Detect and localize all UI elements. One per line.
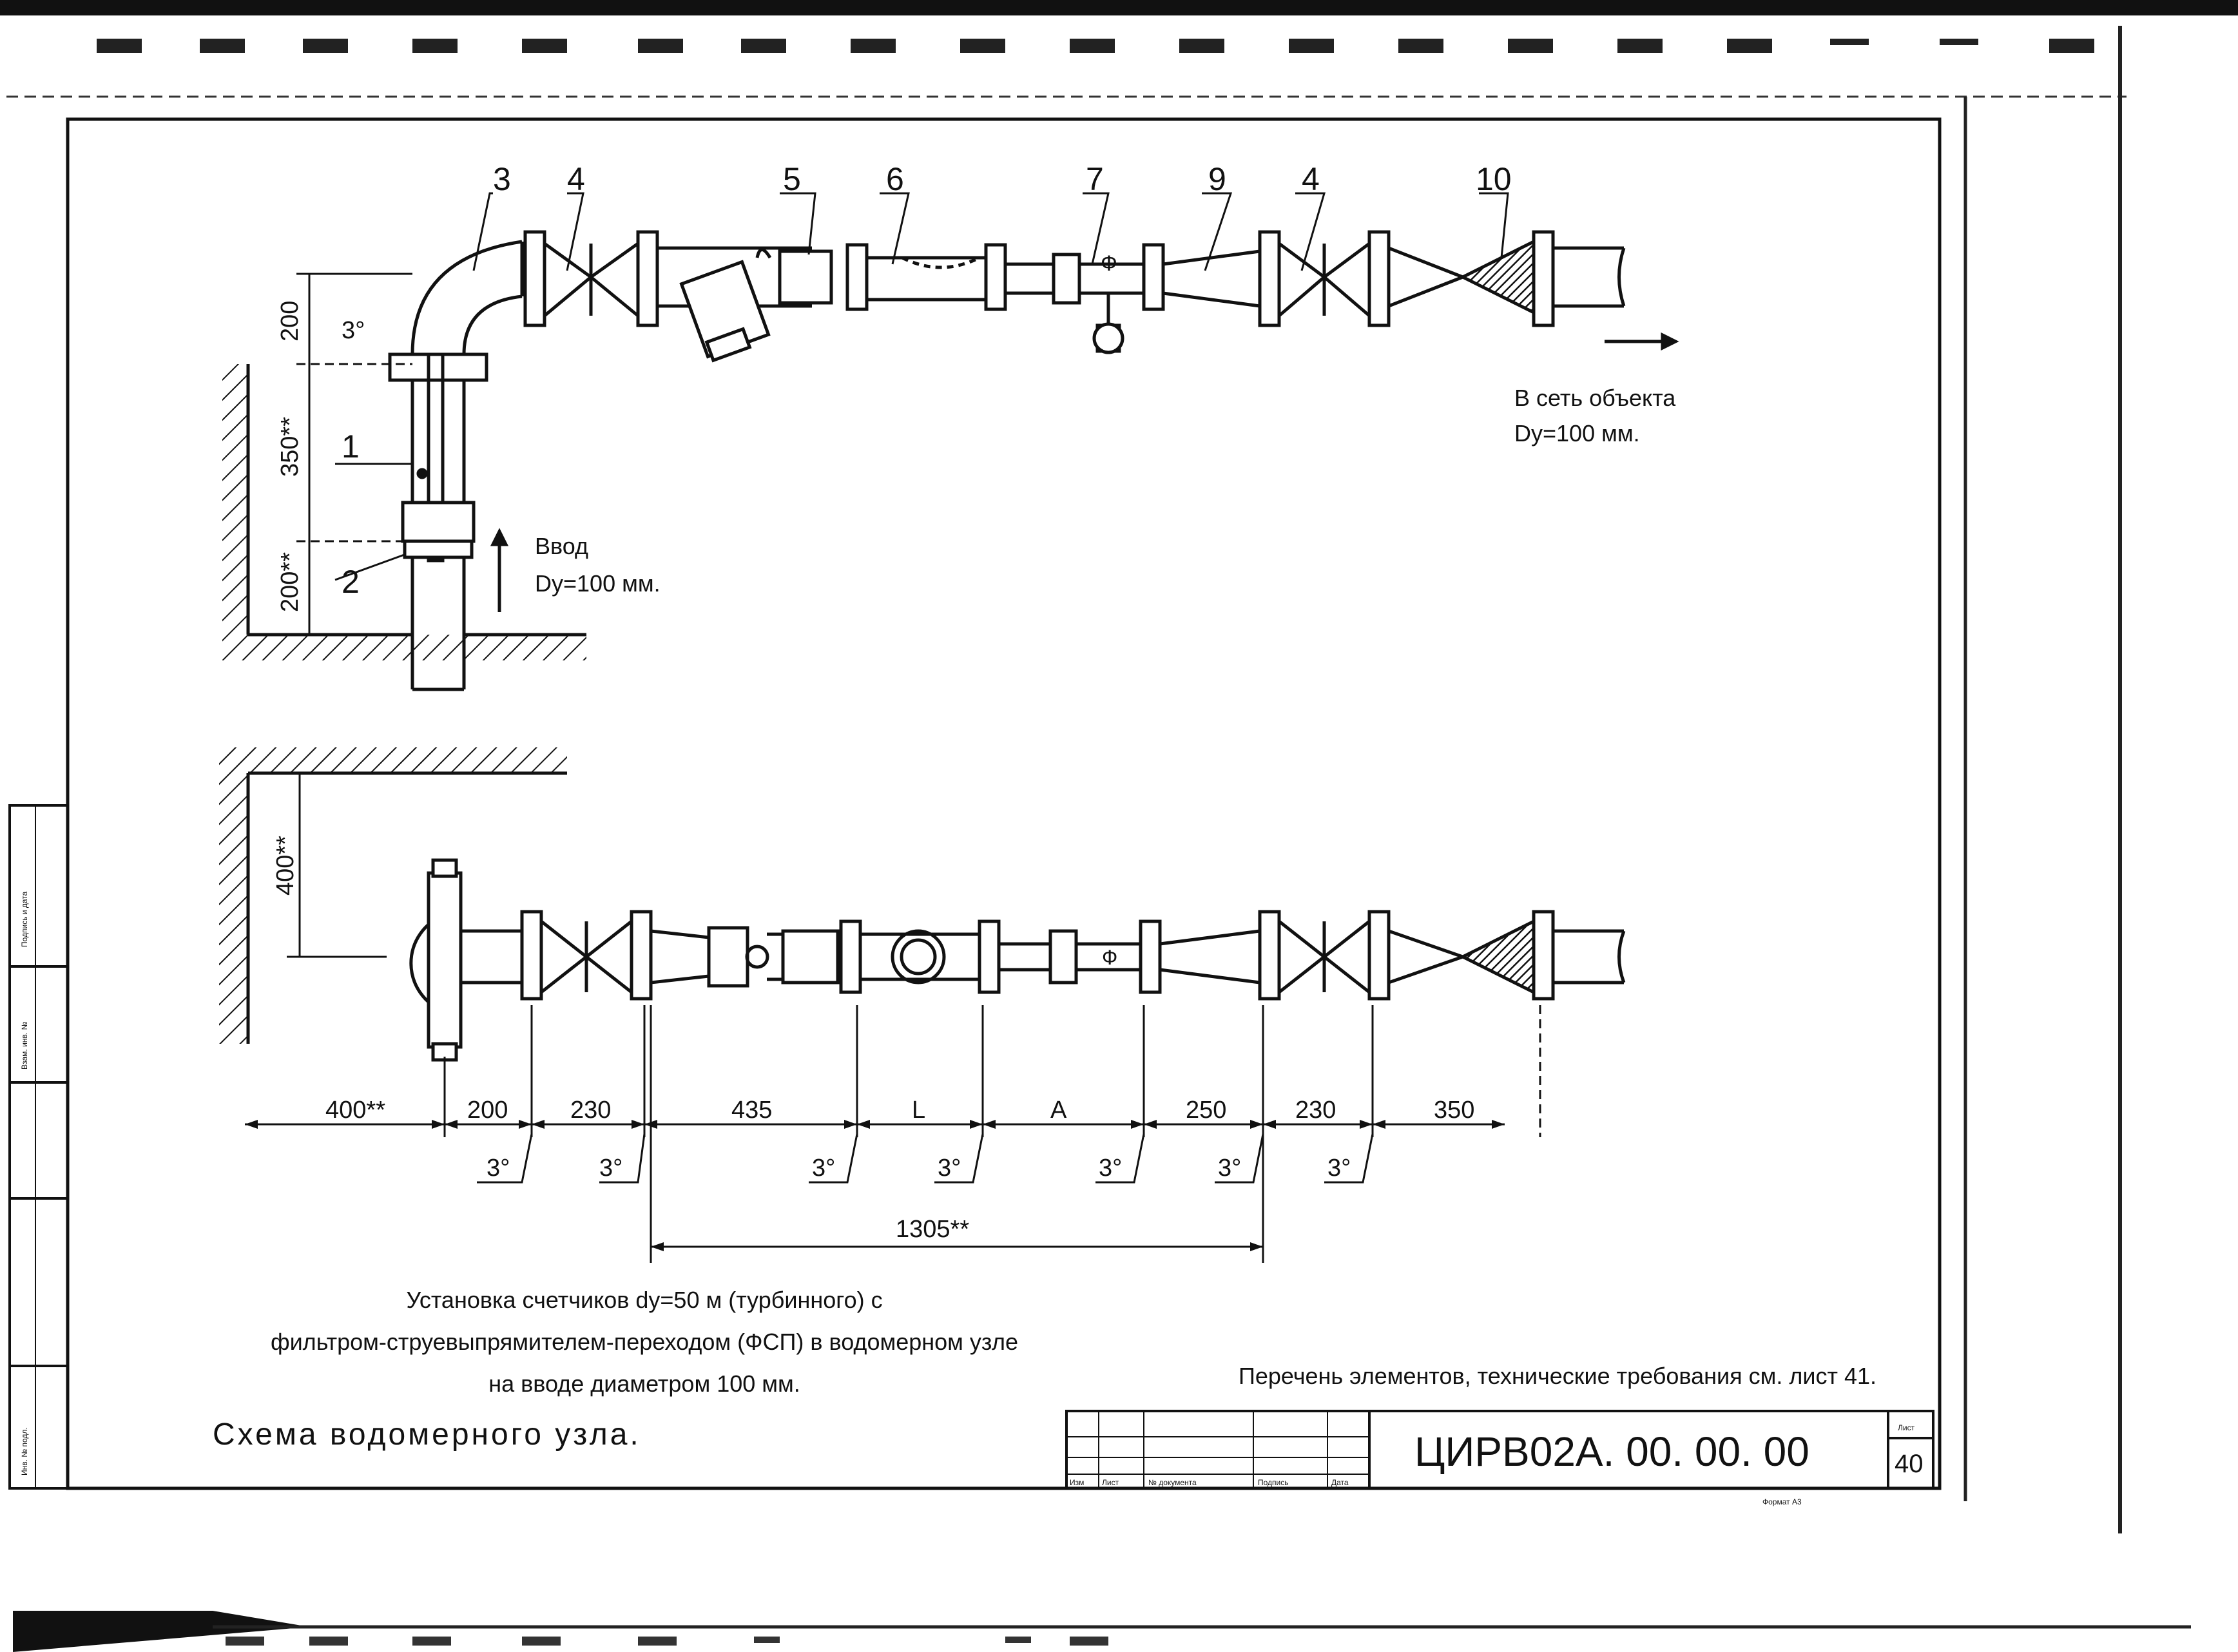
outlet-size: Dy=100 мм. <box>1514 420 1640 447</box>
callout-3: 3 <box>493 161 511 197</box>
callout-6: 6 <box>886 161 904 197</box>
dim-1305: 1305** <box>896 1216 969 1243</box>
svg-text:Ф: Ф <box>1102 946 1117 969</box>
angle-4: 3° <box>938 1155 961 1182</box>
dim-200: 200 <box>276 301 304 341</box>
angle-5: 3° <box>1099 1155 1122 1182</box>
top-callouts: 1 2 3 4 5 6 7 9 4 10 200 350** 200** 3° … <box>276 161 1676 612</box>
angle-7: 3° <box>1327 1155 1351 1182</box>
angle-1: 3° <box>487 1155 510 1182</box>
angle-2: 3° <box>599 1155 622 1182</box>
drawing-frame <box>66 117 1942 1490</box>
outlet-label: В сеть объекта <box>1514 385 1676 411</box>
bottom-dim-labels: 400** 400** 200 230 435 L A 250 230 350 … <box>272 836 1474 1243</box>
caption-line-2: фильтром-струевыпрямителем-переходом (ФС… <box>271 1329 1018 1355</box>
stamp-replace: Взам. инв. № <box>20 1022 29 1070</box>
sheet-number: 40 <box>1895 1450 1924 1478</box>
caption: Установка счетчиков dy=50 м (турбинного)… <box>213 1287 1876 1452</box>
col-sign: Подпись <box>1258 1478 1289 1487</box>
callout-1: 1 <box>342 428 360 465</box>
stamp-inv: Инв. № подл. <box>20 1427 29 1475</box>
inlet-label: Ввод <box>535 533 588 559</box>
format-label: Формат А3 <box>1762 1497 1802 1506</box>
dim-230b: 230 <box>1295 1097 1336 1124</box>
caption-line-3: на вводе диаметром 100 мм. <box>488 1370 800 1397</box>
dim-350: 350** <box>276 417 304 477</box>
callout-10: 10 <box>1476 161 1512 197</box>
callout-7: 7 <box>1086 161 1104 197</box>
callout-2: 2 <box>342 564 360 600</box>
inlet-size: Dy=100 мм. <box>535 570 661 597</box>
callout-4b: 4 <box>1302 161 1320 197</box>
angle-label: 3° <box>342 317 365 344</box>
caption-line-1: Установка счетчиков dy=50 м (турбинного)… <box>406 1287 882 1313</box>
angle-3: 3° <box>812 1155 835 1182</box>
dim-200: 200 <box>467 1097 508 1124</box>
angle-6: 3° <box>1218 1155 1241 1182</box>
col-izm: Изм <box>1070 1478 1084 1487</box>
stamp-sign-date: Подпись и дата <box>20 891 29 947</box>
dim-230: 230 <box>570 1097 611 1124</box>
side-stamp <box>8 804 69 1490</box>
dim-350: 350 <box>1434 1097 1474 1124</box>
col-doc: № документа <box>1148 1478 1197 1487</box>
bottom-view-diagram: Ф <box>219 747 1626 1263</box>
title-block <box>1065 1410 1934 1490</box>
drawing-title: Схема водомерного узла. <box>213 1417 641 1452</box>
callout-5: 5 <box>783 161 801 197</box>
dim-A: A <box>1050 1097 1067 1124</box>
dim-435: 435 <box>731 1097 772 1124</box>
dim-L: L <box>912 1097 925 1124</box>
dim-200b: 200** <box>276 552 304 612</box>
callout-9: 9 <box>1208 161 1226 197</box>
svg-text:Ф: Ф <box>1101 251 1117 276</box>
side-stamp-text: Подпись и дата Взам. инв. № Инв. № подл. <box>20 891 29 1475</box>
dim-400: 400** <box>325 1097 385 1124</box>
top-view-diagram: Ф <box>222 192 1679 691</box>
reference-note: Перечень элементов, технические требован… <box>1239 1363 1876 1389</box>
title-block-text: Изм Лист № документа Подпись Дата ЦИРВ02… <box>1070 1423 1924 1506</box>
callout-4: 4 <box>567 161 585 197</box>
sheet-label: Лист <box>1898 1423 1915 1432</box>
dim-250: 250 <box>1186 1097 1226 1124</box>
dim-400-vert: 400** <box>272 836 299 896</box>
col-date: Дата <box>1331 1478 1349 1487</box>
col-list: Лист <box>1102 1478 1119 1487</box>
doc-code: ЦИРВ02А. 00. 00. 00 <box>1414 1428 1809 1475</box>
